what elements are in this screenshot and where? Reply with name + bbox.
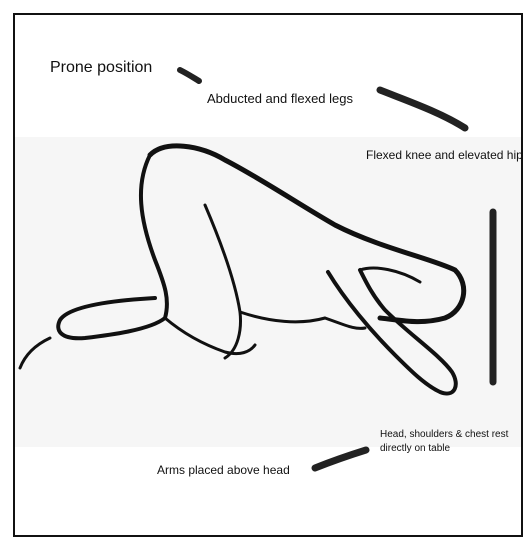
label-knee-hip: Flexed knee and elevated hip: [366, 148, 523, 162]
lower-leg-outline: [20, 318, 255, 368]
label-head-chest: Head, shoulders & chest rest directly on…: [380, 428, 510, 455]
body-outline: [150, 146, 464, 322]
diagram-title: Prone position: [50, 58, 152, 77]
label-abducted-legs: Abducted and flexed legs: [207, 91, 353, 107]
pointer-stroke-title: [180, 70, 199, 81]
thigh-inner-line: [205, 205, 240, 358]
leg-outline: [58, 155, 167, 338]
label-arms: Arms placed above head: [157, 463, 290, 477]
shoulder-line: [360, 268, 420, 282]
pointer-stroke-legs: [380, 90, 465, 128]
pointer-stroke-arms: [315, 450, 366, 468]
torso-underside: [240, 312, 365, 328]
arm-outline: [328, 270, 456, 394]
